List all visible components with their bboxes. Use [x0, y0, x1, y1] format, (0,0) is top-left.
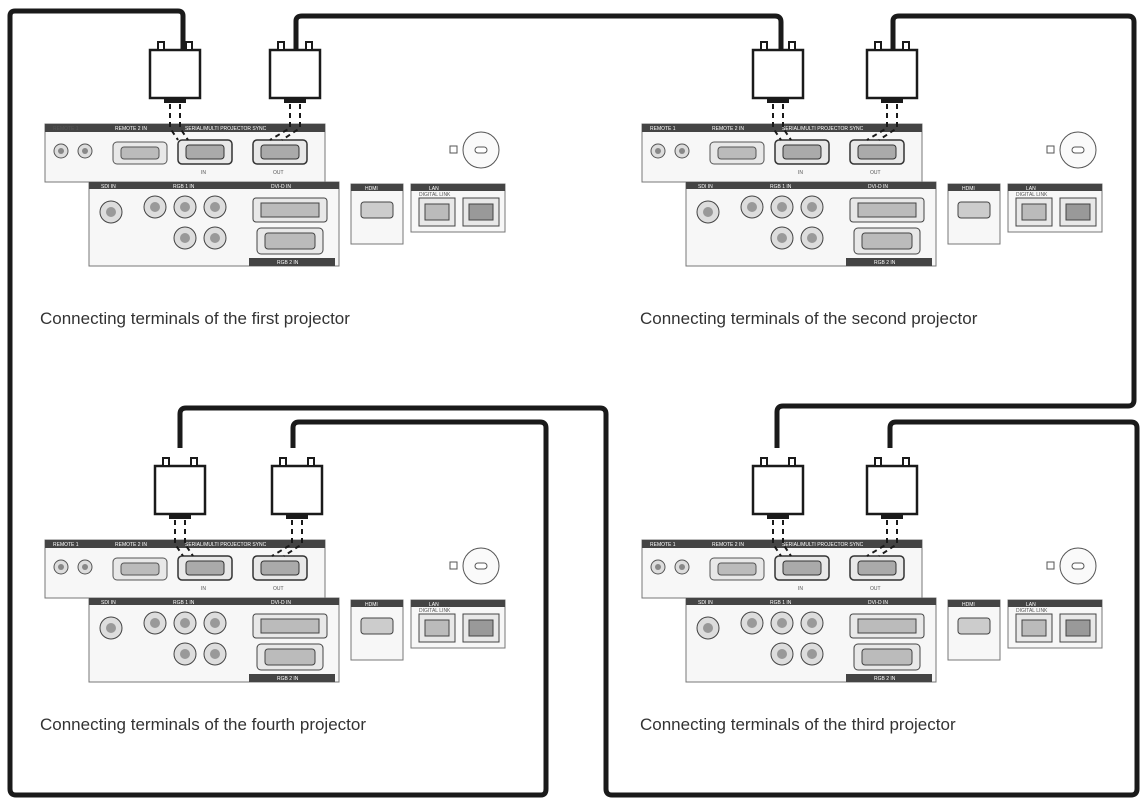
label-serial: SERIAL/MULTI PROJECTOR SYNC: [782, 126, 864, 132]
label-out: OUT: [870, 586, 881, 592]
label-dlink: DIGITAL LINK: [1016, 192, 1048, 198]
label-in: IN: [201, 170, 206, 176]
terminal-panel: REMOTE 1 REMOTE 2 IN SERIAL/MULTI PROJEC…: [641, 123, 1103, 267]
projector-panel-fourth: REMOTE 1 REMOTE 2 IN SERIAL/MULTI PROJEC…: [40, 457, 506, 734]
label-in: IN: [798, 586, 803, 592]
label-sdi: SDI IN: [698, 600, 713, 606]
connector-out: [865, 41, 919, 141]
label-dvid: DVI-D IN: [868, 600, 888, 606]
label-dlink: DIGITAL LINK: [419, 192, 451, 198]
label-dvid: DVI-D IN: [271, 600, 291, 606]
projector-panel-third: REMOTE 1 REMOTE 2 IN SERIAL/MULTI PROJEC…: [640, 457, 1103, 734]
label-hdmi: HDMI: [962, 602, 975, 608]
label-lan: LAN: [1026, 186, 1036, 192]
panel-caption: Connecting terminals of the second proje…: [640, 309, 978, 328]
label-sdi: SDI IN: [698, 184, 713, 190]
label-remote1: REMOTE 1: [53, 542, 79, 548]
label-dlink: DIGITAL LINK: [1016, 608, 1048, 614]
terminal-panel: REMOTE 1 REMOTE 2 IN SERIAL/MULTI PROJEC…: [641, 539, 1103, 683]
cable-group: [7, 8, 1140, 798]
connector-in: [153, 457, 207, 557]
terminal-panel: REMOTE 1 REMOTE 2 IN SERIAL/MULTI PROJEC…: [44, 539, 506, 683]
label-dlink: DIGITAL LINK: [419, 608, 451, 614]
terminal-panel: REMOTE 1 REMOTE 2 IN SERIAL/MULTI PROJEC…: [44, 123, 506, 267]
label-remote1: REMOTE 1: [650, 126, 676, 132]
label-rgb1: RGB 1 IN: [770, 184, 792, 190]
panel-caption: Connecting terminals of the fourth proje…: [40, 715, 366, 734]
label-remote1: REMOTE 1: [650, 542, 676, 548]
projector-panel-first: REMOTE 1 REMOTE 2 IN SERIAL/MULTI PROJEC…: [40, 41, 506, 328]
connector-out: [865, 457, 919, 557]
label-hdmi: HDMI: [962, 186, 975, 192]
connector-in: [148, 41, 202, 141]
label-dvid: DVI-D IN: [868, 184, 888, 190]
label-rgb2: RGB 2 IN: [874, 260, 896, 266]
label-rgb1: RGB 1 IN: [173, 600, 195, 606]
panel-caption: Connecting terminals of the first projec…: [40, 309, 350, 328]
label-dvid: DVI-D IN: [271, 184, 291, 190]
label-serial: SERIAL/MULTI PROJECTOR SYNC: [782, 542, 864, 548]
label-sdi: SDI IN: [101, 600, 116, 606]
label-out: OUT: [273, 586, 284, 592]
label-sdi: SDI IN: [101, 184, 116, 190]
label-remote2: REMOTE 2 IN: [712, 126, 744, 132]
connector-out: [268, 41, 322, 141]
label-lan: LAN: [1026, 602, 1036, 608]
connector-in: [751, 41, 805, 141]
label-in: IN: [201, 586, 206, 592]
label-remote2: REMOTE 2 IN: [115, 126, 147, 132]
cable-third-out: [177, 405, 1140, 798]
label-in: IN: [798, 170, 803, 176]
label-hdmi: HDMI: [365, 602, 378, 608]
cable-first-out-to-second-in: [293, 13, 784, 58]
label-out: OUT: [273, 170, 284, 176]
label-lan: LAN: [429, 602, 439, 608]
label-lan: LAN: [429, 186, 439, 192]
cable-first-in: [7, 8, 549, 798]
projector-panel-second: REMOTE 1 REMOTE 2 IN SERIAL/MULTI PROJEC…: [640, 41, 1103, 328]
label-remote2: REMOTE 2 IN: [712, 542, 744, 548]
connector-out: [270, 457, 324, 557]
connector-in: [751, 457, 805, 557]
label-rgb2: RGB 2 IN: [277, 676, 299, 682]
label-remote1: REMOTE 1: [53, 126, 79, 132]
label-remote2: REMOTE 2 IN: [115, 542, 147, 548]
cable-second-out-to-third-in: [774, 13, 1137, 448]
label-rgb2: RGB 2 IN: [874, 676, 896, 682]
label-rgb1: RGB 1 IN: [770, 600, 792, 606]
label-hdmi: HDMI: [365, 186, 378, 192]
label-rgb1: RGB 1 IN: [173, 184, 195, 190]
label-rgb2: RGB 2 IN: [277, 260, 299, 266]
label-serial: SERIAL/MULTI PROJECTOR SYNC: [185, 542, 267, 548]
label-out: OUT: [870, 170, 881, 176]
panel-caption: Connecting terminals of the third projec…: [640, 715, 956, 734]
label-serial: SERIAL/MULTI PROJECTOR SYNC: [185, 126, 267, 132]
